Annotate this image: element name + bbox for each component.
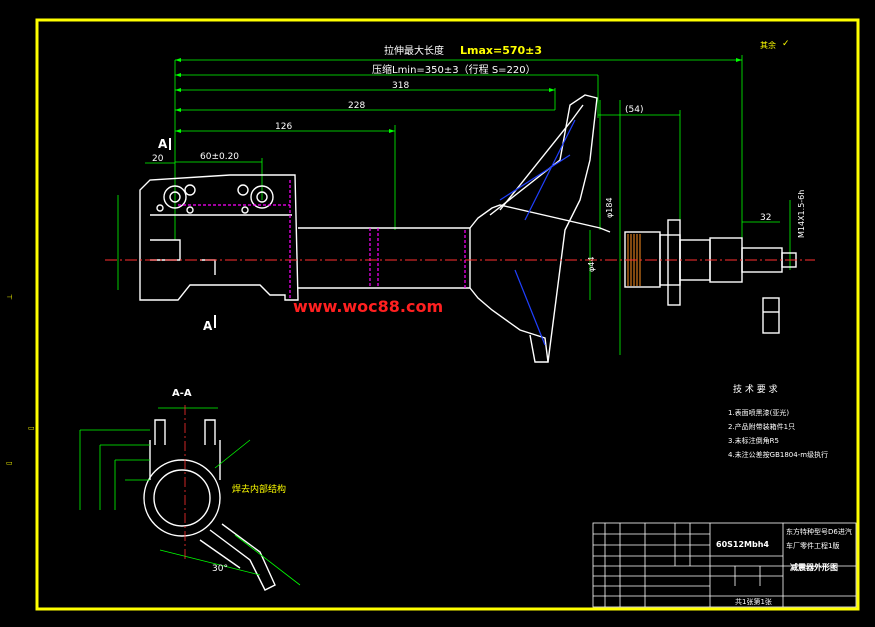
dim-phi44: φ44 [587, 257, 596, 272]
margin-mark-3: ▭ [6, 459, 13, 467]
spring-seat-blue [499, 119, 576, 346]
title-drawing-name: 减震器外形图 [790, 562, 838, 572]
dim-318: 318 [392, 81, 409, 91]
tech-req-item-1: 1.表面喷黑漆(亚光) [728, 408, 789, 417]
section-a-top: A [158, 137, 168, 151]
roughness-note: 其余 [760, 40, 776, 50]
dim-54: (54) [625, 105, 643, 115]
tech-req-item-2: 2.产品附带装箱件1只 [728, 422, 795, 431]
dim-126: 126 [275, 122, 292, 132]
outer-border [36, 19, 859, 610]
margin-mark-1: ⊥ [6, 294, 14, 300]
roughness-symbol: ✓ [782, 39, 790, 49]
title-company-2: 车厂零件工程1版 [786, 541, 839, 550]
title-part-no: 60S12Mbh4 [716, 540, 769, 549]
tech-req-item-4: 4.未注公差按GB1804-m级执行 [728, 450, 828, 459]
weld-note: 焊去内部结构 [232, 483, 286, 495]
margin-mark-2: ▭ [28, 424, 35, 432]
tech-req-item-3: 3.未标注倒角R5 [728, 436, 779, 445]
section-a-bottom: A [203, 319, 213, 333]
small-detail-view [762, 297, 780, 334]
dimension-arrows [175, 58, 742, 133]
hidden-lines [178, 180, 466, 300]
watermark: www.woc88.com [293, 297, 443, 316]
section-aa-view [143, 419, 276, 591]
title-block [592, 522, 857, 608]
section-aa-label: A-A [172, 388, 192, 399]
dim-30-deg: 30° [212, 564, 228, 574]
dim-lmin: 压缩Lmin=350±3（行程 S=220） [372, 63, 536, 76]
dim-max-stretch-label: 拉伸最大长度 [384, 44, 444, 57]
dim-thread: M14X1.5-6h [797, 190, 806, 238]
title-company-1: 东方特种型号D6进汽 [786, 527, 852, 536]
dim-20: 20 [152, 154, 164, 164]
tech-req-title: 技 术 要 求 [733, 383, 778, 395]
section-aa-dims [79, 407, 301, 586]
dim-228: 228 [348, 101, 365, 111]
drawing-frame [35, 18, 860, 611]
dim-60: 60±0.20 [200, 152, 239, 162]
dim-32: 32 [760, 213, 771, 223]
dimension-lines [117, 55, 791, 355]
dim-lmax: Lmax=570±3 [460, 44, 542, 57]
dim-phi184: φ184 [605, 197, 614, 218]
strut-main-view [139, 94, 797, 363]
title-sheet: 共1张第1张 [735, 597, 772, 606]
